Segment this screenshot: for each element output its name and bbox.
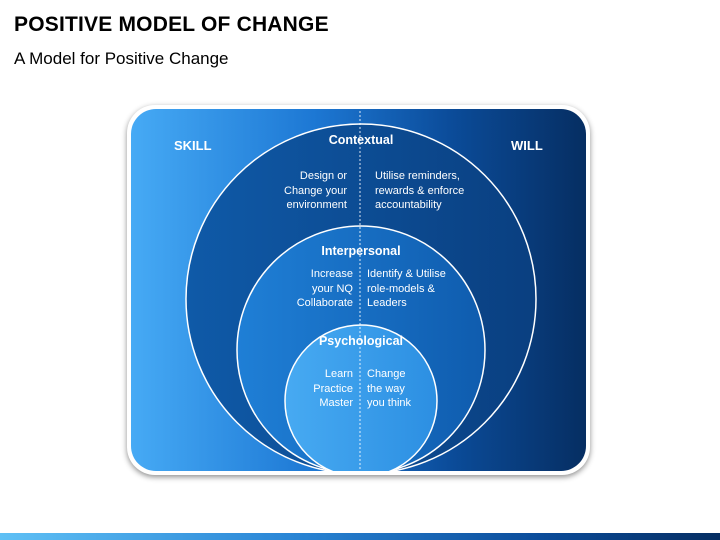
footer-bar xyxy=(0,533,720,540)
page-subtitle: A Model for Positive Change xyxy=(14,49,229,68)
diagram-background: SKILL WILL Contextual Design or Change y… xyxy=(131,109,586,471)
interpersonal-skill-text: Increase your NQ Collaborate xyxy=(296,268,353,309)
interpersonal-heading: Interpersonal xyxy=(321,244,401,258)
psychological-skill-text: Learn Practice Master xyxy=(313,368,353,409)
diagram-circles xyxy=(185,111,537,471)
contextual-will-text: Utilise reminders, rewards & enforce acc… xyxy=(375,170,465,211)
diagram-panel: SKILL WILL Contextual Design or Change y… xyxy=(127,105,590,475)
skill-label: SKILL xyxy=(174,138,212,153)
page-title: POSITIVE MODEL OF CHANGE xyxy=(14,13,329,36)
contextual-skill-text: Design or Change your environment xyxy=(284,170,347,211)
psychological-will-text: Change the way you think xyxy=(367,368,412,409)
psychological-circle xyxy=(284,324,438,471)
will-label: WILL xyxy=(511,138,543,153)
interpersonal-will-text: Identify & Utilise role-models & Leaders xyxy=(367,268,446,309)
psychological-heading: Psychological xyxy=(318,334,404,348)
contextual-heading: Contextual xyxy=(328,133,394,147)
